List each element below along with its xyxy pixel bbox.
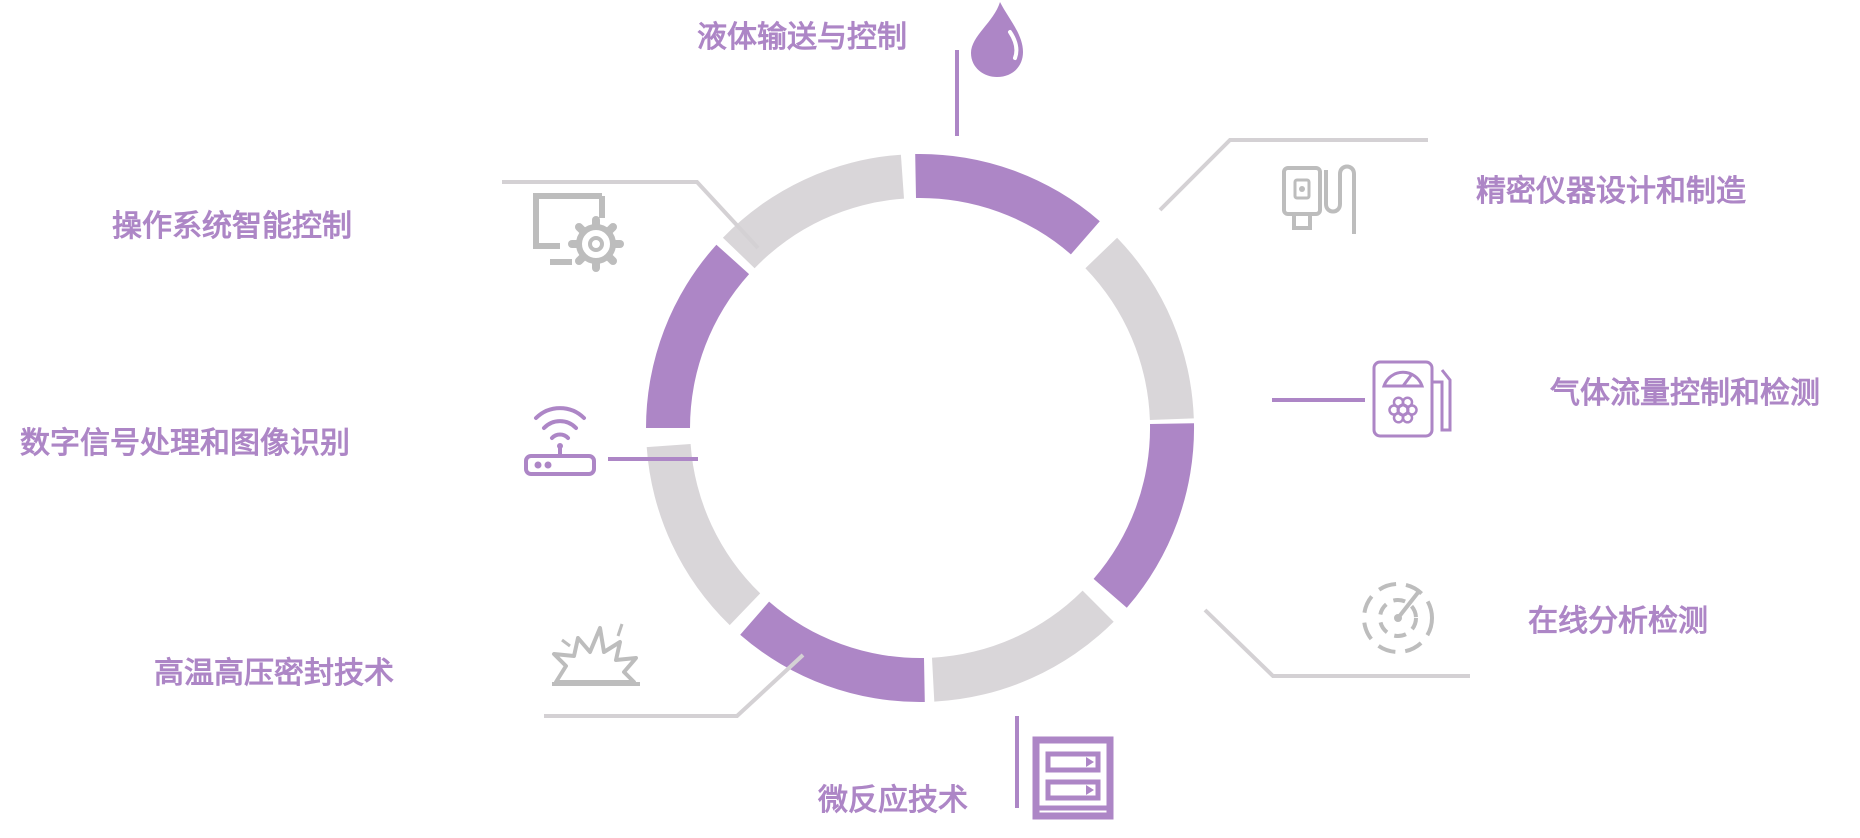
connector-line-seal	[544, 653, 805, 718]
label-os-smart-control: 操作系统智能控制	[112, 209, 352, 244]
connector-line-precision	[1158, 138, 1428, 212]
ring-segment-dsp	[646, 244, 750, 428]
burst-icon	[552, 623, 640, 686]
monitor-gear-icon	[533, 193, 624, 272]
connector-line-online	[1203, 608, 1470, 678]
label-precision-instrument: 精密仪器设计和制造	[1476, 174, 1746, 209]
ring-segments	[646, 153, 1195, 703]
micro-reactor-icon	[1032, 736, 1114, 820]
label-micro-reaction: 微反应技术	[818, 783, 968, 818]
ring-segment-micro	[740, 601, 925, 703]
droplet-icon	[971, 2, 1023, 77]
ring-segment-liquid	[915, 153, 1100, 255]
ring-segment-online	[932, 590, 1114, 702]
label-liquid-transport: 液体输送与控制	[697, 20, 907, 55]
radar-icon	[1362, 582, 1434, 654]
gas-meter-icon	[1372, 360, 1452, 438]
ring-segment-os	[722, 154, 904, 269]
ring-segment-precision	[1085, 237, 1194, 420]
icons	[524, 2, 1452, 820]
wifi-router-icon	[524, 406, 596, 476]
label-gas-flow-control: 气体流量控制和检测	[1550, 376, 1820, 411]
label-online-analysis: 在线分析检测	[1528, 604, 1708, 639]
instrument-icon	[1282, 164, 1356, 234]
ring-segment-gasflow	[1093, 423, 1195, 608]
connector-line-os	[502, 180, 760, 250]
connector-lines	[502, 50, 1470, 808]
label-high-temp-seal: 高温高压密封技术	[154, 656, 394, 691]
ring-segment-seal	[646, 444, 761, 626]
label-dsp-image-recognition: 数字信号处理和图像识别	[20, 426, 350, 461]
